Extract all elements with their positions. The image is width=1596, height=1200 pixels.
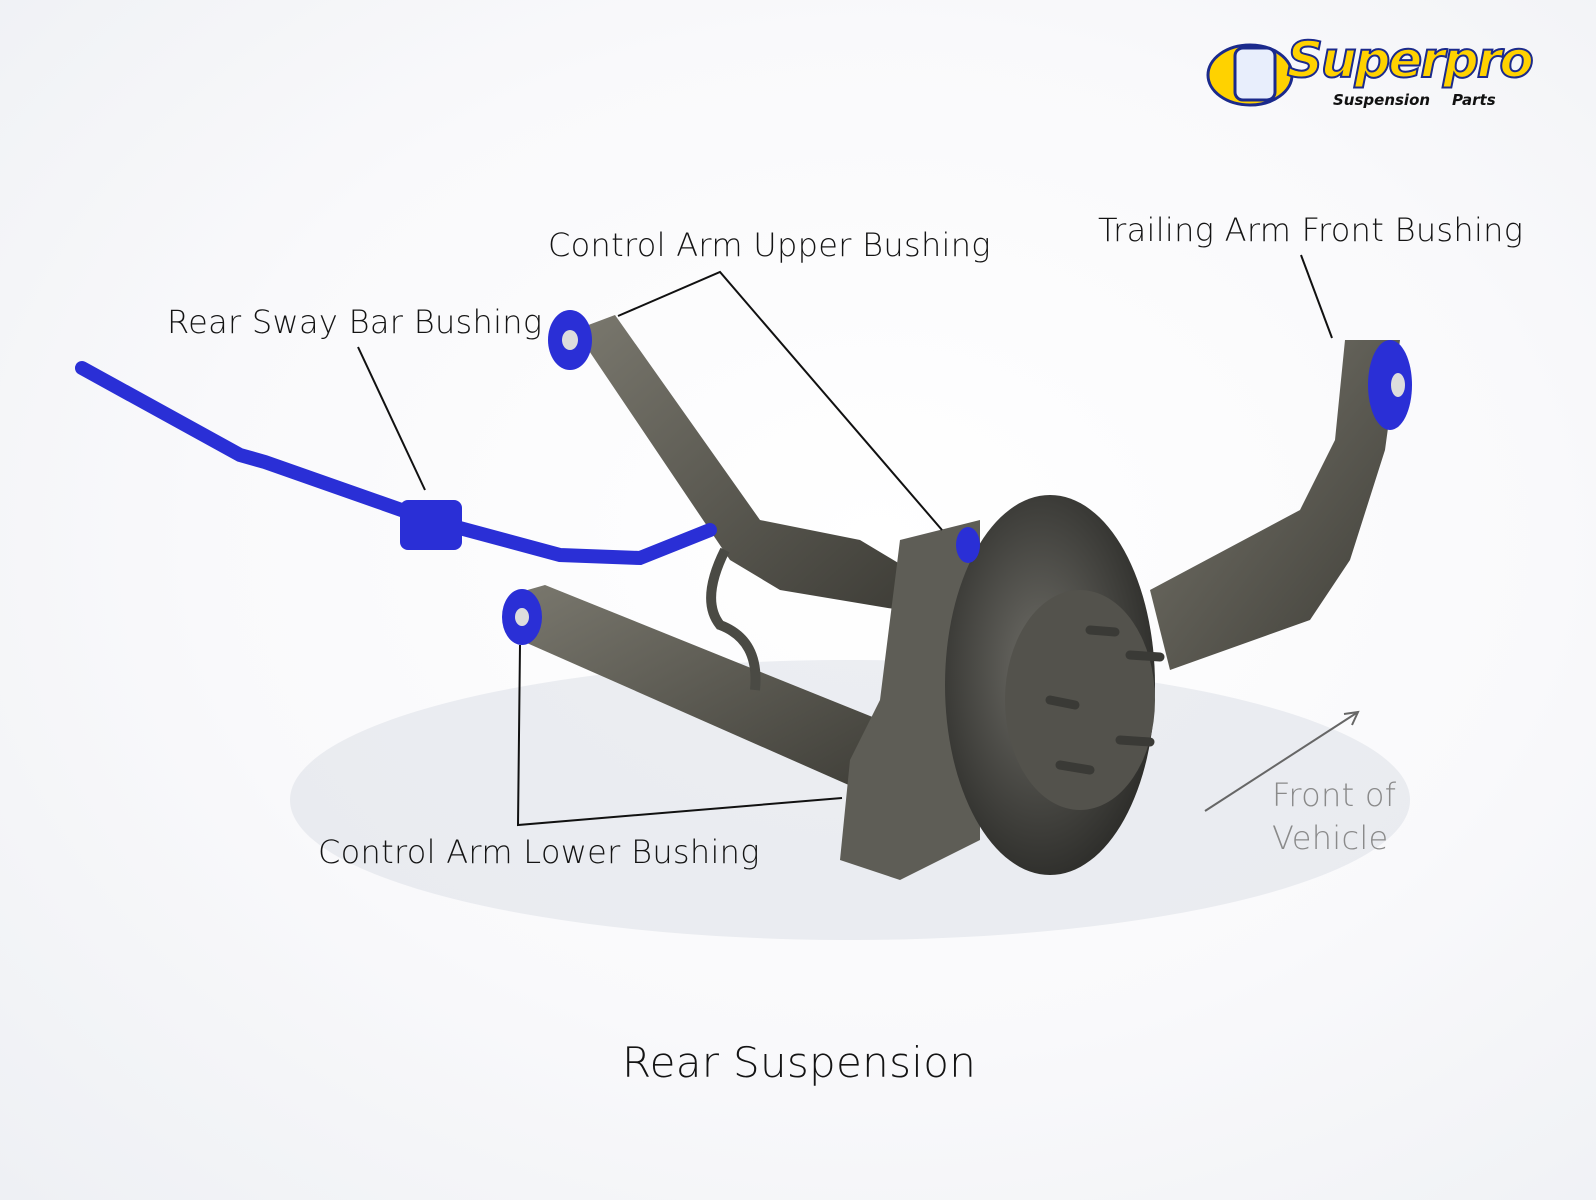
logo-emblem-icon (1206, 43, 1294, 107)
leader-lines (357, 254, 1333, 827)
trailing-arm (1150, 340, 1400, 670)
lower-control-arm (510, 585, 900, 790)
front-line-2: Vehicle (1272, 819, 1389, 857)
logo-brand: Superpro (1286, 30, 1535, 90)
front-line-1: Front of (1272, 776, 1397, 814)
knuckle (840, 520, 980, 880)
label-control-arm-lower-bushing: Control Arm Lower Bushing (318, 833, 760, 871)
wheel-studs (1045, 625, 1165, 775)
sway-bar-link (706, 547, 761, 691)
sway-bar (75, 361, 717, 566)
upper-control-arm (575, 315, 910, 610)
label-control-arm-upper-bushing: Control Arm Upper Bushing (548, 226, 991, 264)
label-rear-sway-bar-bushing: Rear Sway Bar Bushing (167, 303, 543, 341)
label-front-of-vehicle: Front of Vehicle (1272, 774, 1396, 860)
front-arrow (1204, 710, 1360, 812)
bushings (502, 310, 1412, 645)
diagram-title: Rear Suspension (622, 1038, 977, 1087)
label-trailing-arm-front-bushing: Trailing Arm Front Bushing (1098, 211, 1524, 249)
sway-bar-bushing (400, 500, 462, 550)
hub (1005, 590, 1155, 810)
superpro-logo: Superpro Suspension Parts (1205, 25, 1535, 125)
logo-tagline-right: Parts (1452, 91, 1496, 109)
logo-tagline-left: Suspension (1333, 91, 1431, 109)
